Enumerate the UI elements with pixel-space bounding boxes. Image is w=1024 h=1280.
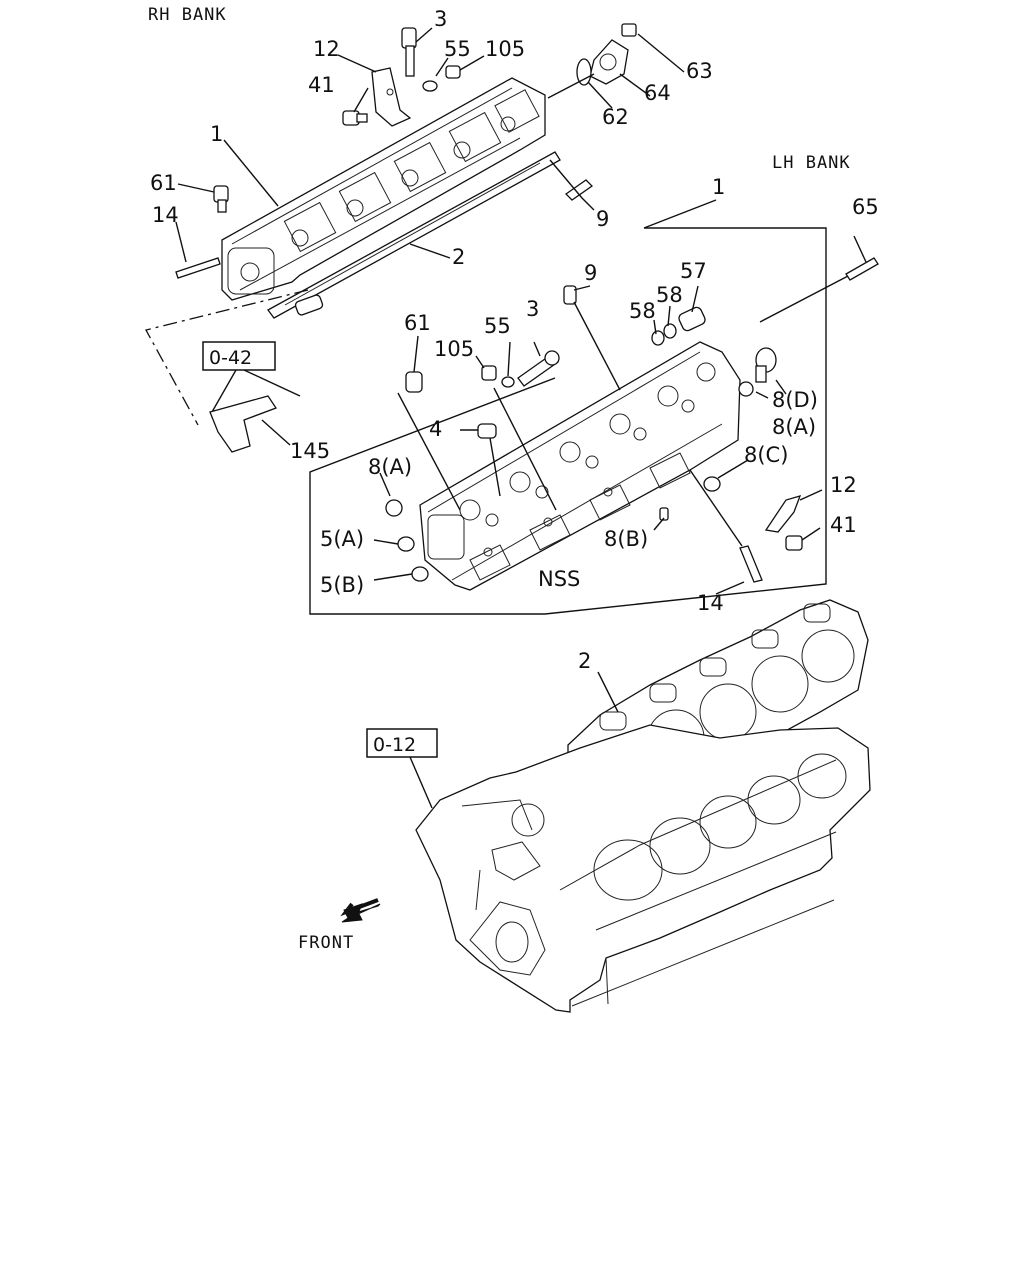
lh-bolt-3 [517, 350, 560, 387]
ref-012-leader [409, 756, 433, 809]
lh-callout-1-leader [643, 199, 717, 229]
ref-042-leaders [211, 369, 301, 413]
lh-plug-5a [397, 536, 415, 552]
lh-plug-8b [659, 507, 669, 521]
lh-callout-105: 105 [434, 337, 474, 361]
lh-bank-label: LH BANK [772, 153, 851, 173]
lh-callout-9: 9 [584, 261, 597, 285]
lh-callout-65: 65 [852, 195, 879, 219]
rh-callout-1: 1 [210, 122, 223, 146]
front-arrow-icon [340, 898, 381, 923]
lh-sensor-61 [405, 371, 423, 393]
lh-stud-65 [845, 257, 879, 281]
lh-callout-145: 145 [290, 439, 330, 463]
rh-callout-55: 55 [444, 37, 471, 61]
lh-callout-12: 12 [830, 473, 857, 497]
svg-text:0-12: 0-12 [373, 734, 416, 756]
lh-plug-8a-left [385, 499, 403, 517]
rh-plug-105 [445, 65, 461, 79]
engine-block [415, 724, 871, 1013]
lh-callout-8c: 8(C) [744, 443, 788, 467]
svg-text:0-42: 0-42 [209, 347, 252, 369]
lh-stud-14 [739, 545, 763, 583]
rh-bank-label: RH BANK [148, 5, 227, 25]
lh-oring-58a [651, 330, 665, 346]
rh-callout-9: 9 [596, 207, 609, 231]
lh-plug-9 [563, 285, 577, 305]
rh-sensor-61 [213, 185, 229, 213]
lh-callout-4: 4 [429, 417, 442, 441]
rh-oring-62 [576, 58, 592, 86]
rh-bolt-63 [621, 23, 637, 37]
rh-callout-3: 3 [434, 7, 447, 31]
ref-box-0-42: 0-42 [202, 341, 276, 371]
lh-bracket-12 [764, 495, 802, 533]
nss-label: NSS [538, 567, 580, 591]
lh-callout-8b: 8(B) [604, 527, 648, 551]
lh-group-outline [309, 227, 827, 615]
lh-callout-5b: 5(B) [320, 573, 364, 597]
lh-callout-57: 57 [680, 259, 707, 283]
lh-callout-14: 14 [697, 591, 724, 615]
lh-dowel-4 [477, 423, 497, 439]
lh-plug-105 [481, 365, 497, 381]
lh-washer-55 [501, 376, 515, 388]
rh-callout-64: 64 [644, 81, 671, 105]
rh-cover-64 [589, 39, 629, 85]
lh-callout-58a: 58 [629, 299, 656, 323]
rh-bolt-3 [401, 27, 417, 77]
lh-callout-58b: 58 [656, 283, 683, 307]
lh-callout-1: 1 [712, 175, 725, 199]
lh-callout-61: 61 [404, 311, 431, 335]
lower-2-leader [597, 671, 619, 713]
lh-callout-8d: 8(D) [772, 388, 818, 412]
rh-callout-61: 61 [150, 171, 177, 195]
lower-callout-2: 2 [578, 649, 591, 673]
rh-callout-105: 105 [485, 37, 525, 61]
lh-plug-8c [703, 476, 721, 492]
rh-callout-62: 62 [602, 105, 629, 129]
lh-callout-5a: 5(A) [320, 527, 364, 551]
lh-callout-55: 55 [484, 314, 511, 338]
rh-dashed-leader [145, 289, 309, 426]
rh-bracket-12 [371, 67, 412, 127]
rh-stud-14 [175, 257, 221, 279]
front-label: FRONT [298, 933, 354, 953]
rh-callout-14: 14 [152, 203, 179, 227]
lh-plug-5b [411, 566, 429, 582]
lh-plug-57 [678, 306, 706, 332]
leader-145 [261, 419, 291, 446]
rh-bolt-41 [342, 110, 368, 126]
rh-callout-41: 41 [308, 73, 335, 97]
lh-plug-8a-right [738, 381, 754, 397]
rh-callout-63: 63 [686, 59, 713, 83]
rh-callout-12: 12 [313, 37, 340, 61]
rh-plug-9 [564, 179, 594, 201]
lh-callout-3: 3 [526, 297, 539, 321]
lh-callout-8a-right: 8(A) [772, 415, 816, 439]
ref-box-0-12: 0-12 [366, 728, 438, 758]
lh-bracket-145 [209, 294, 324, 453]
lh-plug-8d [755, 347, 777, 383]
rh-cylinder-head [221, 77, 546, 301]
lh-cylinder-head [419, 341, 741, 591]
lh-bolt-41 [785, 535, 803, 551]
rh-callout-2: 2 [452, 245, 465, 269]
lh-callout-8a-left: 8(A) [368, 455, 412, 479]
rh-washer-55 [422, 80, 438, 92]
lh-callout-41: 41 [830, 513, 857, 537]
rh-head-gasket [267, 151, 561, 319]
lh-oring-58b [663, 323, 677, 339]
